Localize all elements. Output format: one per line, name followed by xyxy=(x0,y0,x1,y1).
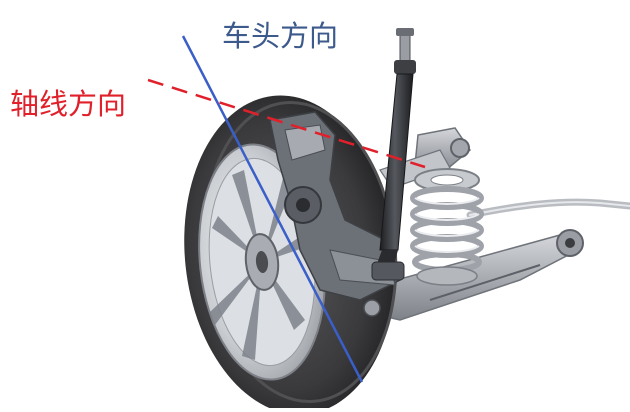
coil-spring xyxy=(410,168,484,286)
vehicle-heading-label: 车头方向 xyxy=(222,19,339,53)
axle-direction-label: 轴线方向 xyxy=(10,87,127,121)
stabilizer-bar xyxy=(466,198,630,219)
vehicle-heading-line xyxy=(181,35,364,383)
shock-absorber xyxy=(371,28,416,281)
